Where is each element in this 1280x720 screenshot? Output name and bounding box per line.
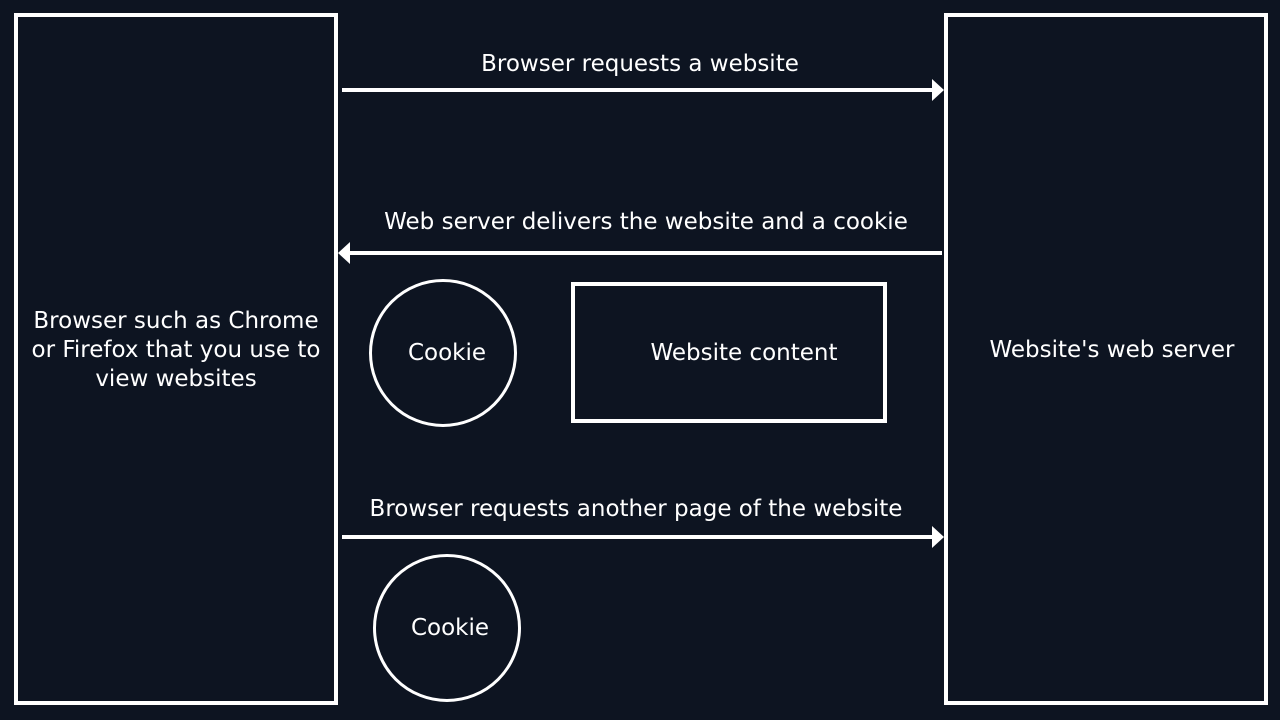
second-request-arrow xyxy=(342,526,944,548)
browser-box xyxy=(14,13,338,705)
cookie-circle: Cookie xyxy=(369,279,517,427)
website-content-label: Website content xyxy=(650,339,838,366)
cookie-label-second: Cookie xyxy=(410,615,490,641)
website-content-box: Website content xyxy=(571,282,887,423)
web-server-box xyxy=(944,13,1268,705)
request-arrow-label: Browser requests a website xyxy=(481,51,799,77)
response-arrow-label: Web server delivers the website and a co… xyxy=(384,209,908,235)
second-request-arrow-label: Browser requests another page of the web… xyxy=(369,496,903,522)
request-arrow xyxy=(342,79,944,101)
cookie-label: Cookie xyxy=(407,340,487,366)
web-server-box-label: Website's web server xyxy=(989,336,1235,363)
response-arrow xyxy=(338,242,942,264)
cookie-circle-second: Cookie xyxy=(373,554,521,702)
browser-box-label: Browser such as Chrome or Firefox that y… xyxy=(31,307,321,392)
